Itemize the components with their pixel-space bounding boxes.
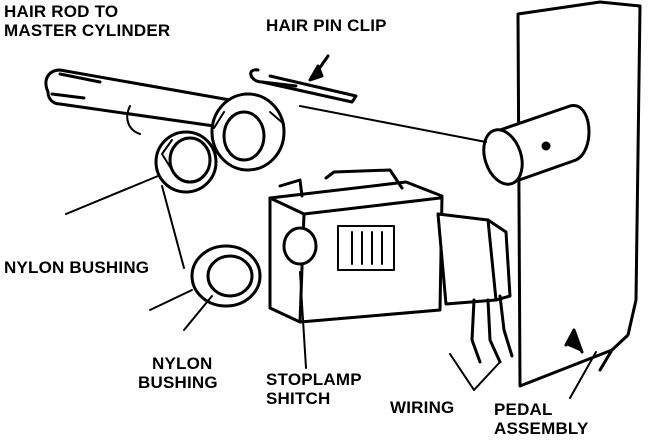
hair-pin-clip	[249, 54, 358, 104]
label-nylon-bushing-2-line2: BUSHING	[138, 373, 218, 392]
label-wiring: WIRING	[390, 398, 455, 417]
label-nylon-bushing-2: NYLON BUSHING	[138, 354, 218, 392]
label-stoplamp-line2: SHITCH	[266, 389, 331, 408]
rod-eye	[210, 92, 286, 172]
leader-lines	[65, 175, 597, 399]
label-hair-rod-line1: HAIR ROD TO	[4, 2, 119, 21]
label-hair-pin-clip: HAIR PIN CLIP	[266, 16, 387, 35]
label-stoplamp-switch: STOPLAMP SHITCH	[266, 370, 362, 408]
label-nylon-bushing-2-line1: NYLON	[152, 354, 213, 373]
label-hair-rod-line2: MASTER CYLINDER	[4, 21, 171, 40]
hair-rod	[44, 68, 232, 135]
label-stoplamp-line1: STOPLAMP	[266, 370, 362, 389]
stoplamp-switch	[268, 168, 444, 324]
pedal-assembly-plate	[516, 0, 642, 388]
leader-wiring	[449, 353, 501, 391]
leader-nylon-bushing-2	[183, 295, 213, 331]
pedal-pin	[482, 104, 591, 186]
label-pedal-line1: PEDAL	[494, 400, 553, 419]
label-hair-rod: HAIR ROD TO MASTER CYLINDER	[4, 2, 170, 40]
leader-stoplamp	[299, 271, 307, 369]
pin-alignment-line	[299, 105, 487, 143]
leader-bushing-lower	[149, 289, 193, 311]
nylon-bushing-upper	[154, 130, 218, 194]
leader-pedal	[569, 351, 597, 399]
leader-bushing-upper	[65, 175, 159, 215]
label-nylon-bushing: NYLON BUSHING	[4, 258, 150, 277]
label-pedal-assembly: PEDAL ASSEMBLY	[494, 400, 589, 438]
leader-nylon-bushing-1	[161, 185, 185, 269]
wiring-connector	[436, 212, 514, 364]
nylon-bushing-lower	[190, 244, 262, 308]
label-pedal-line2: ASSEMBLY	[494, 419, 589, 438]
